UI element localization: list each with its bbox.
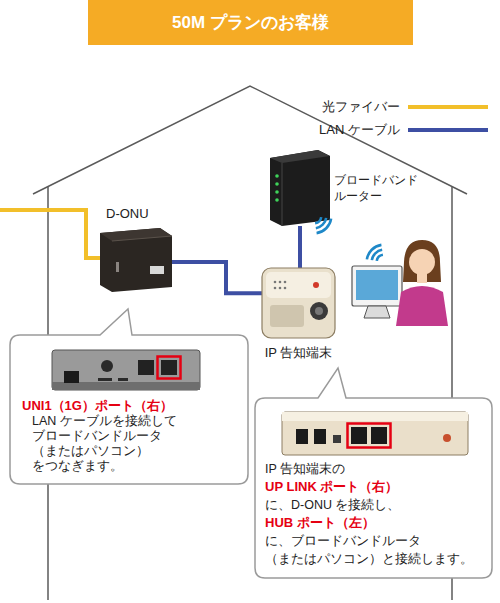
callout-box: UNI1（1G）ポート（右）LAN ケーブルを接続して ブロードバンドルータ （…: [10, 335, 248, 484]
person-figure: [396, 240, 448, 326]
lan-cable: [298, 226, 302, 268]
title-text: 50M プランのお客様: [172, 11, 329, 34]
ip-terminal-port-picture-part: [296, 429, 308, 444]
title-banner: 50M プランのお客様: [88, 0, 413, 45]
ip-terminal-box: IP 告知端末: [262, 268, 335, 338]
legend-text: 光ファイバー: [290, 98, 400, 116]
router-device-part: [275, 190, 279, 194]
ip-terminal-port-picture: [282, 412, 468, 455]
d-onu-port-picture-part: [158, 357, 181, 379]
person-figure-part: [409, 249, 435, 275]
device-label: D-ONU: [106, 206, 149, 221]
wifi-arc: [366, 244, 382, 260]
port-label: HUB ポート（左）: [265, 514, 482, 532]
d-onu-port-picture-part: [52, 382, 200, 390]
ip-terminal-port-picture-part: [333, 435, 341, 443]
router-device-part: [275, 198, 279, 202]
device-label: ブロードバンド ルーター: [334, 172, 434, 204]
router-device: [270, 150, 330, 226]
d-onu-device-part: [150, 266, 164, 274]
d-onu-port-picture-part: [64, 371, 79, 383]
ip-terminal-device-part: [262, 268, 335, 338]
d-onu-port-picture-part: [118, 378, 128, 381]
router-device-part: [275, 174, 279, 178]
ip-terminal-device-part: [313, 282, 319, 288]
person-figure-part: [396, 286, 448, 326]
d-onu-port-picture-part: [98, 378, 112, 381]
legend-row: 光ファイバー: [290, 95, 488, 118]
ip-terminal-port-picture-part: [314, 429, 326, 444]
person-figure-part: [417, 274, 427, 283]
ip-terminal-device-part: [270, 305, 304, 327]
router-device-part: [270, 150, 330, 226]
personal-computer-part: [364, 306, 390, 318]
note-text: LAN ケーブルを接続して ブロードバンドルータ （またはパソコン）をつなぎます…: [32, 414, 238, 474]
person-figure-part: [403, 240, 441, 282]
ip-terminal-port-picture-part: [443, 434, 451, 442]
d-onu-device-part: [100, 228, 172, 241]
ip-terminal-port-picture-part: [282, 412, 468, 455]
callout-box: IP 告知端末のUP LINK ポート（右）に、D-ONU を接続し、HUB ポ…: [255, 398, 492, 578]
ip-terminal-port-picture-part: [348, 424, 391, 448]
note-text: に、ブロードバンドルータ （またはパソコン）と接続します。: [265, 532, 482, 568]
router-device-part: [282, 163, 283, 226]
wifi-arc: [316, 218, 332, 234]
d-onu-port-picture-part: [138, 360, 154, 375]
ip-terminal-device-part: [284, 281, 287, 284]
router-device-part: [275, 182, 279, 186]
d-onu-port-picture-part: [161, 360, 177, 375]
personal-computer: [352, 266, 402, 318]
note-text: IP 告知端末の: [265, 460, 482, 478]
d-onu-device-part: [116, 262, 119, 272]
personal-computer-part: [356, 270, 398, 300]
d-onu-box: D-ONU: [100, 228, 172, 292]
fiber-cable: [0, 210, 104, 258]
d-onu-device: [100, 228, 172, 292]
legend: 光ファイバー LAN ケーブル: [290, 95, 488, 141]
d-onu-port-picture: [52, 350, 200, 390]
ip-terminal-device-part: [315, 307, 323, 315]
router-box: ブロードバンド ルーター: [270, 150, 330, 226]
wifi-arc: [315, 217, 323, 225]
ip-terminal-port-picture-part: [282, 412, 468, 421]
d-onu-port-picture-part: [52, 350, 200, 390]
ip-terminal-device: [262, 268, 335, 338]
note-text: に、D-ONU を接続し、: [265, 496, 482, 514]
wifi-arc: [375, 253, 383, 261]
d-onu-device-part: [100, 228, 172, 292]
device-label: IP 告知端末: [262, 344, 335, 362]
lan-cable: [172, 262, 262, 293]
legend-swatch: [408, 128, 488, 132]
ip-terminal-port-picture-part: [351, 427, 367, 444]
ip-terminal-device-part: [274, 281, 277, 284]
d-onu-port-picture-part: [101, 360, 113, 372]
legend-row: LAN ケーブル: [290, 118, 488, 141]
ip-terminal-port-picture-part: [371, 427, 387, 444]
legend-text: LAN ケーブル: [290, 121, 400, 139]
wifi-symbol: [315, 217, 332, 234]
ip-terminal-device-part: [310, 302, 328, 320]
ip-terminal-device-part: [279, 287, 282, 290]
port-label: UP LINK ポート（右）: [265, 478, 482, 496]
router-device-part: [270, 150, 330, 163]
ip-terminal-device-part: [266, 272, 331, 298]
legend-swatch: [408, 105, 488, 109]
callout-bubble: [10, 309, 248, 484]
wifi-symbol: [366, 244, 383, 261]
port-label: UNI1（1G）ポート（右）: [22, 398, 238, 414]
ip-terminal-device-part: [284, 287, 287, 290]
ip-terminal-device-part: [274, 287, 277, 290]
callout-bubble: [255, 368, 492, 578]
personal-computer-part: [352, 266, 402, 306]
ip-terminal-device-part: [279, 281, 282, 284]
d-onu-device-part: [112, 236, 172, 241]
